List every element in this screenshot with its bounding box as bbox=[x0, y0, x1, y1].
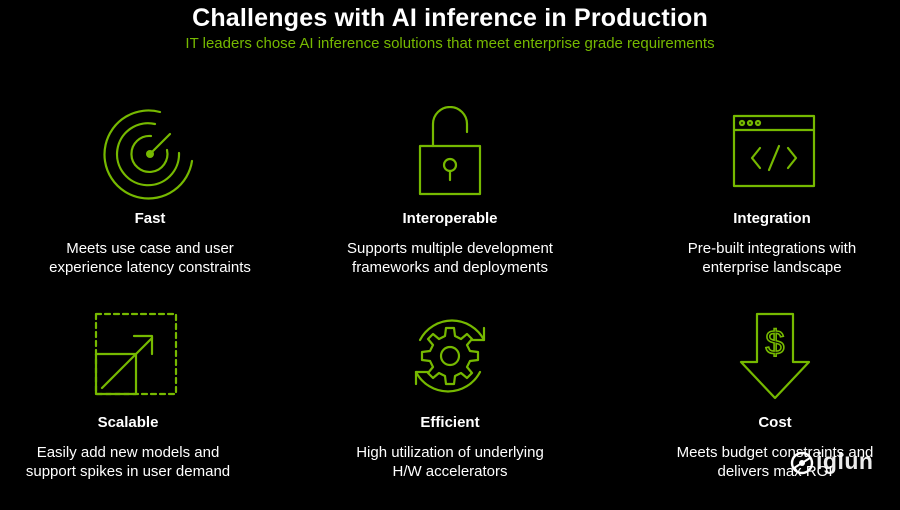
card-title: Efficient bbox=[420, 414, 480, 431]
code-window-icon bbox=[722, 106, 822, 200]
speedometer-icon bbox=[100, 106, 200, 200]
card-description: Meets use case and user experience laten… bbox=[0, 239, 300, 277]
card-title: Integration bbox=[733, 210, 811, 227]
card-description: Meets budget constraints and delivers ma… bbox=[625, 443, 900, 481]
card-description-line: experience latency constraints bbox=[49, 259, 251, 276]
card-description-line: frameworks and deployments bbox=[352, 259, 548, 276]
card-description-line: Meets use case and user bbox=[66, 240, 234, 257]
watermark-logo-icon bbox=[790, 451, 814, 475]
svg-text:$: $ bbox=[766, 324, 785, 362]
card-description-line: enterprise landscape bbox=[702, 259, 842, 276]
card-description-line: H/W accelerators bbox=[392, 463, 508, 480]
card-title: Fast bbox=[134, 210, 166, 227]
card-description-line: Supports multiple development bbox=[347, 240, 553, 257]
padlock-icon bbox=[400, 106, 500, 200]
card-title: Cost bbox=[758, 414, 792, 431]
watermark-text: iglun bbox=[816, 448, 874, 474]
card-interoperable: Interoperable Supports multiple developm… bbox=[300, 106, 600, 306]
card-cost: $ Cost Meets budget constraints and deli… bbox=[625, 310, 900, 510]
card-scalable: Scalable Easily add new models and suppo… bbox=[0, 310, 278, 510]
watermark: iglun bbox=[790, 447, 900, 479]
card-integration: Integration Pre-built integrations with … bbox=[622, 106, 900, 306]
card-title: Interoperable bbox=[402, 210, 498, 227]
scale-arrow-icon bbox=[78, 310, 178, 404]
card-description-line: High utilization of underlying bbox=[356, 444, 544, 461]
page-subtitle: IT leaders chose AI inference solutions … bbox=[185, 35, 715, 52]
card-description-line: delivers max ROI bbox=[717, 463, 833, 480]
card-efficient: Efficient High utilization of underlying… bbox=[300, 310, 600, 510]
card-description: Pre-built integrations with enterprise l… bbox=[622, 239, 900, 277]
card-fast: Fast Meets use case and user experience … bbox=[0, 106, 300, 306]
page-title: Challenges with AI inference in Producti… bbox=[192, 4, 708, 32]
card-description-line: support spikes in user demand bbox=[25, 463, 231, 480]
card-description-line: Meets budget constraints and bbox=[676, 444, 874, 461]
card-description: Supports multiple development frameworks… bbox=[300, 239, 600, 277]
card-description-line: Pre-built integrations with bbox=[687, 240, 857, 257]
card-title: Scalable bbox=[97, 414, 159, 431]
card-description: Easily add new models and support spikes… bbox=[0, 443, 278, 481]
gear-cycle-icon bbox=[400, 310, 500, 404]
card-description-line: Easily add new models and bbox=[36, 444, 220, 461]
dollar-down-arrow-icon: $ bbox=[725, 310, 825, 404]
card-description: High utilization of underlying H/W accel… bbox=[300, 443, 600, 481]
